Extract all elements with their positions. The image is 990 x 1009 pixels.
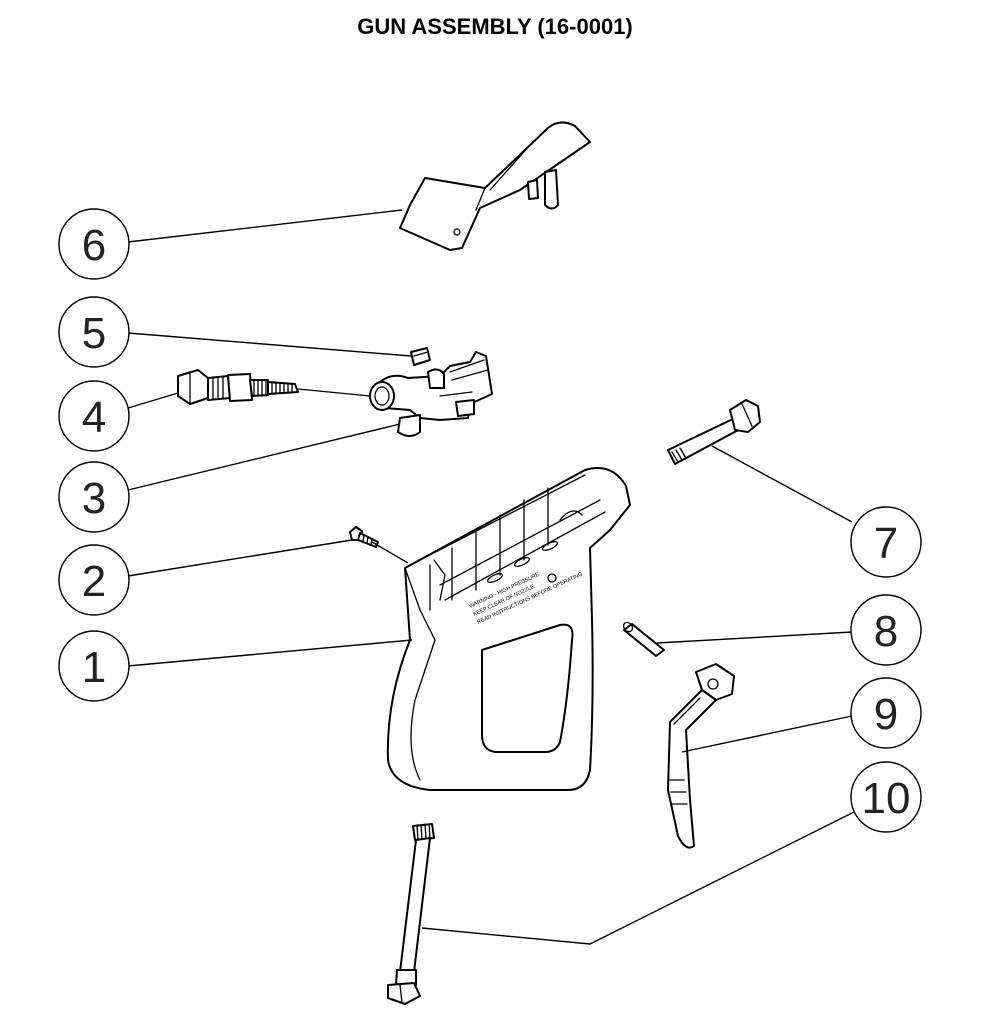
svg-text:1: 1: [82, 643, 106, 692]
part-valve-body: [369, 351, 493, 437]
callout-4: 4: [58, 380, 130, 452]
part-screw: [349, 526, 379, 548]
svg-text:10: 10: [862, 774, 911, 823]
leader-2: [127, 539, 409, 577]
leader-3: [127, 423, 401, 491]
leader-7: [711, 445, 853, 523]
svg-text:4: 4: [82, 393, 106, 442]
svg-text:3: 3: [82, 474, 106, 523]
part-gun-body: WARNING - HIGH PRESSURE KEEP CLEAR OF NO…: [386, 467, 631, 791]
part-valve-stem: [177, 369, 371, 405]
callout-7: 7: [850, 506, 922, 578]
leader-lines: [127, 209, 863, 945]
svg-text:9: 9: [874, 690, 898, 739]
callout-10: 10: [850, 761, 922, 833]
part-trigger: [667, 663, 735, 849]
callout-8: 8: [850, 594, 922, 666]
callout-2: 2: [58, 544, 130, 616]
callout-5: 5: [58, 296, 130, 368]
part-inlet-nipple: [667, 399, 761, 465]
page-title: GUN ASSEMBLY (16-0001): [357, 14, 633, 39]
svg-text:8: 8: [874, 607, 898, 656]
leader-4: [127, 392, 179, 409]
leader-5: [127, 332, 412, 357]
svg-text:2: 2: [82, 557, 106, 606]
callout-6: 6: [58, 208, 130, 280]
leader-9: [681, 715, 853, 753]
svg-text:6: 6: [82, 221, 106, 270]
leader-1: [127, 639, 413, 667]
part-trigger-guard: [399, 121, 591, 251]
leader-10: [421, 807, 863, 945]
callout-1: 1: [58, 630, 130, 702]
svg-text:5: 5: [82, 309, 106, 358]
callout-9: 9: [850, 677, 922, 749]
leader-8: [656, 631, 853, 644]
part-extension-lance: [387, 823, 435, 1005]
part-pin: [622, 621, 665, 657]
callout-3: 3: [58, 461, 130, 533]
part-plug: [410, 347, 431, 366]
leader-6: [127, 209, 403, 243]
svg-text:7: 7: [874, 519, 898, 568]
